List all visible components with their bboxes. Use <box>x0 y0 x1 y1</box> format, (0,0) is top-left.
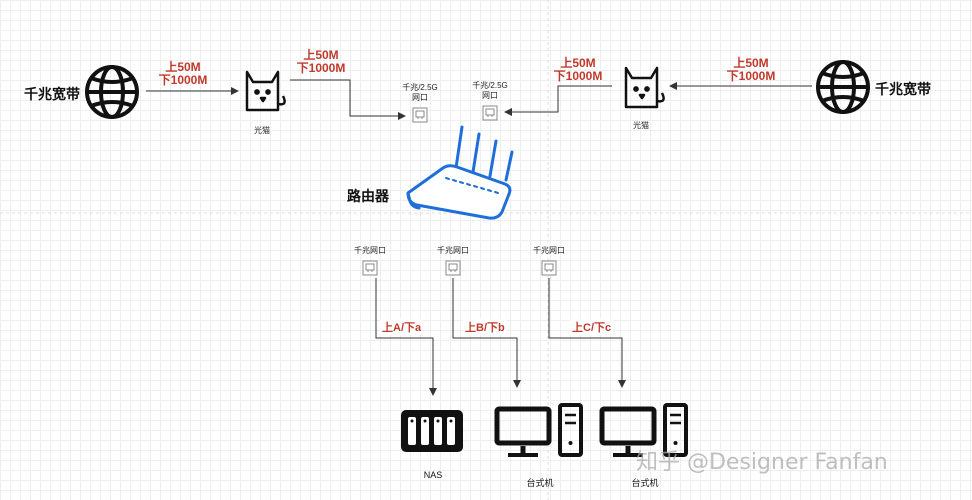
right-modem-label: 光猫 <box>633 121 649 130</box>
left-modem-label: 光猫 <box>254 126 270 135</box>
wifi-router-icon <box>406 125 514 220</box>
link-speed-label-3: 上C/下c <box>570 319 614 335</box>
ethernet-port-icon-lan-2 <box>445 260 461 276</box>
desktop-computer-icon-1 <box>494 403 583 457</box>
left-link-speed-up: 上50M <box>303 48 339 62</box>
link-router-to-nas <box>375 278 437 396</box>
right-broadband-speed: 上50M 下1000M <box>720 57 782 83</box>
cat-modem-icon-left <box>245 70 286 112</box>
cat-modem-icon-right <box>624 66 665 109</box>
link-router-to-desktop-2 <box>548 278 626 388</box>
lan-port-label-2: 千兆网口 <box>437 246 469 255</box>
left-broadband-speed: 上50M 下1000M <box>152 61 214 87</box>
wan-port-label-2-line2: 网口 <box>482 91 498 100</box>
lan-port-label-1: 千兆网口 <box>354 246 386 255</box>
wan-port-label-1-line1: 千兆/2.5G <box>402 83 438 92</box>
right-broadband-speed-down: 下1000M <box>726 69 776 83</box>
right-broadband-label: 千兆宽带 <box>875 81 931 97</box>
router-label: 路由器 <box>347 188 389 204</box>
ethernet-port-icon-lan-1 <box>362 260 378 276</box>
right-link-speed-up: 上50M <box>560 56 596 70</box>
link-speed-label-2: 上B/下b <box>463 319 507 335</box>
globe-icon-left <box>85 65 139 119</box>
device-label-nas: NAS <box>423 470 443 480</box>
wan-port-label-2: 千兆/2.5G 网口 <box>466 81 514 101</box>
device-label-desktop-2: 台式机 <box>631 478 659 488</box>
link-right-modem-to-router <box>504 85 612 116</box>
ethernet-port-icon-wan-1 <box>412 107 428 123</box>
globe-icon-right <box>816 60 870 114</box>
desktop-computer-icon-2 <box>599 403 688 457</box>
left-broadband-label: 千兆宽带 <box>24 86 80 102</box>
wan-port-label-2-line1: 千兆/2.5G <box>472 81 508 90</box>
link-router-to-desktop-1 <box>452 278 521 388</box>
right-link-speed: 上50M 下1000M <box>547 57 609 83</box>
ethernet-port-icon-wan-2 <box>482 105 498 121</box>
watermark: 知乎 @Designer Fanfan <box>636 450 888 475</box>
left-broadband-speed-down: 下1000M <box>158 73 208 87</box>
lan-port-label-3: 千兆网口 <box>533 246 565 255</box>
right-broadband-speed-up: 上50M <box>733 56 769 70</box>
link-speed-label-1: 上A/下a <box>380 319 424 335</box>
nas-icon <box>401 410 463 452</box>
device-label-desktop-1: 台式机 <box>526 478 554 488</box>
ethernet-port-icon-lan-3 <box>541 260 557 276</box>
left-link-speed-down: 下1000M <box>296 61 346 75</box>
left-broadband-speed-up: 上50M <box>165 60 201 74</box>
left-link-speed: 上50M 下1000M <box>290 49 352 75</box>
link-left-modem-to-router <box>290 79 406 120</box>
right-link-speed-down: 下1000M <box>553 69 603 83</box>
wan-port-label-1-line2: 网口 <box>412 93 428 102</box>
wan-port-label-1: 千兆/2.5G 网口 <box>396 83 444 103</box>
